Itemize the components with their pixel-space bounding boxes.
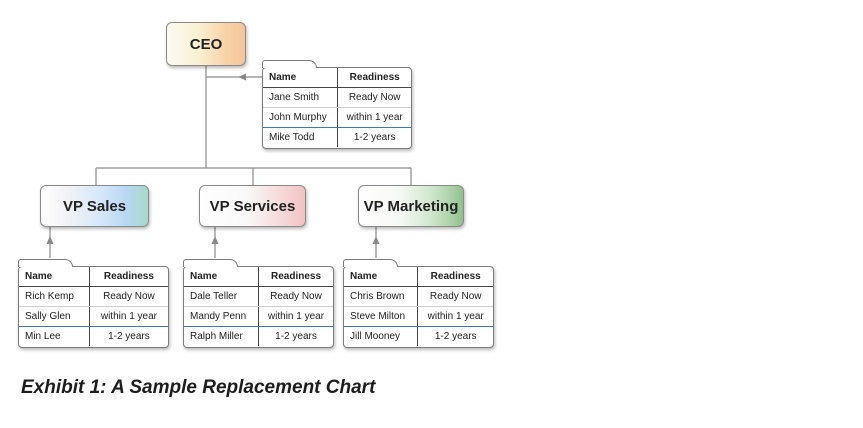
candidate-name: Jane Smith xyxy=(263,87,339,108)
vp-services-title: VP Services xyxy=(209,197,296,215)
table-row: Chris Brown Ready Now xyxy=(344,286,493,307)
table-row: Ralph Miller 1-2 years xyxy=(184,326,333,346)
candidate-name: Steve Milton xyxy=(344,306,419,327)
column-header-readiness: Readiness xyxy=(258,267,333,287)
vp-services-box: VP Services xyxy=(199,185,306,227)
table-row: Mandy Penn within 1 year xyxy=(184,306,333,327)
candidate-name: John Murphy xyxy=(263,107,339,128)
column-header-readiness: Readiness xyxy=(89,267,168,287)
table-row: Steve Milton within 1 year xyxy=(344,306,493,327)
candidate-name: Min Lee xyxy=(19,326,90,346)
table-row: John Murphy within 1 year xyxy=(263,107,411,128)
candidate-readiness: 1-2 years xyxy=(275,331,317,342)
column-header-readiness: Readiness xyxy=(417,267,493,287)
candidate-readiness: within 1 year xyxy=(258,306,333,327)
vp-marketing-arrow-icon xyxy=(372,236,380,244)
table-row: Mike Todd 1-2 years xyxy=(263,127,411,147)
candidate-readiness: within 1 year xyxy=(417,306,493,327)
candidate-readiness: Ready Now xyxy=(258,286,333,307)
candidate-name: Sally Glen xyxy=(19,306,90,327)
folder-tab xyxy=(262,60,317,68)
figure-caption: Exhibit 1: A Sample Replacement Chart xyxy=(21,377,376,398)
vp-marketing-candidates-table: Name Readiness Chris Brown Ready Now Ste… xyxy=(343,259,494,348)
candidate-readiness: within 1 year xyxy=(89,306,168,327)
vp-services-candidates-table: Name Readiness Dale Teller Ready Now Man… xyxy=(183,259,334,348)
table-row: Sally Glen within 1 year xyxy=(19,306,168,327)
table-row: Jill Mooney 1-2 years xyxy=(344,326,493,346)
candidate-readiness: Ready Now xyxy=(417,286,493,307)
ceo-box: CEO xyxy=(166,22,246,66)
ceo-candidates-table: Name Readiness Jane Smith Ready Now John… xyxy=(262,60,412,149)
vp-marketing-box: VP Marketing xyxy=(358,185,464,227)
candidate-name: Rich Kemp xyxy=(19,286,90,307)
vp-sales-box: VP Sales xyxy=(40,185,149,227)
candidate-name: Ralph Miller xyxy=(184,326,259,346)
candidate-readiness: 1-2 years xyxy=(434,331,477,342)
vp-sales-arrow-icon xyxy=(46,236,54,244)
candidate-name: Chris Brown xyxy=(344,286,419,307)
column-header-name: Name xyxy=(19,267,90,287)
column-header-readiness: Readiness xyxy=(337,68,411,88)
candidate-name: Dale Teller xyxy=(184,286,259,307)
ceo-arrow-icon xyxy=(238,73,246,81)
candidate-name: Mike Todd xyxy=(263,127,339,147)
column-header-name: Name xyxy=(184,267,259,287)
table-row: Dale Teller Ready Now xyxy=(184,286,333,307)
vp-services-arrow-icon xyxy=(211,236,219,244)
candidate-readiness: 1-2 years xyxy=(353,132,396,143)
folder-tab xyxy=(18,259,73,267)
candidate-readiness: Ready Now xyxy=(89,286,168,307)
candidate-readiness: within 1 year xyxy=(337,107,411,128)
candidate-name: Jill Mooney xyxy=(344,326,419,346)
candidate-readiness: Ready Now xyxy=(337,87,411,108)
table-row: Rich Kemp Ready Now xyxy=(19,286,168,307)
column-header-name: Name xyxy=(344,267,419,287)
ceo-title: CEO xyxy=(189,35,223,53)
vp-marketing-title: VP Marketing xyxy=(363,197,459,215)
folder-tab xyxy=(183,259,238,267)
candidate-name: Mandy Penn xyxy=(184,306,259,327)
table-row: Min Lee 1-2 years xyxy=(19,326,168,346)
column-header-name: Name xyxy=(263,68,339,88)
vp-sales-candidates-table: Name Readiness Rich Kemp Ready Now Sally… xyxy=(18,259,169,348)
candidate-readiness: 1-2 years xyxy=(108,331,150,342)
folder-tab xyxy=(343,259,398,267)
table-row: Jane Smith Ready Now xyxy=(263,87,411,108)
vp-sales-title: VP Sales xyxy=(62,197,127,215)
